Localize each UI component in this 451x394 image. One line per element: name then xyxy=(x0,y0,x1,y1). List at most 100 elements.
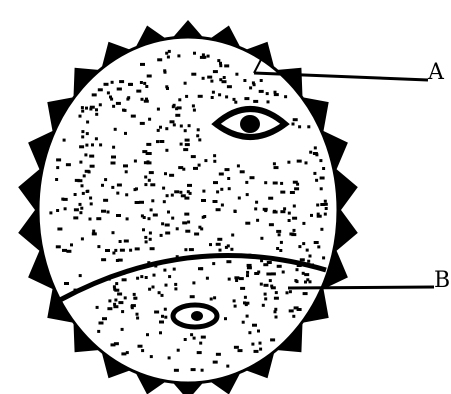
stipple-dot xyxy=(191,368,196,371)
stipple-dot xyxy=(114,128,117,131)
stipple-dot xyxy=(209,243,212,246)
label-b: B xyxy=(434,268,450,293)
stipple-dot xyxy=(296,268,299,271)
stipple-dot xyxy=(61,198,64,201)
stipple-dot xyxy=(182,168,185,171)
stipple-dot xyxy=(141,98,144,101)
stipple-dot xyxy=(213,200,218,203)
stipple-dot xyxy=(99,322,104,325)
stipple-dot xyxy=(271,272,276,275)
stipple-dot xyxy=(293,205,296,208)
stipple-dot xyxy=(269,279,272,282)
stipple-dot xyxy=(165,52,168,55)
stipple-dot xyxy=(141,349,144,352)
stipple-dot xyxy=(296,280,299,283)
stipple-dot xyxy=(305,161,308,164)
stipple-dot xyxy=(135,187,138,190)
stipple-dot xyxy=(267,100,270,103)
stipple-dot xyxy=(63,139,66,142)
stipple-dot xyxy=(201,199,206,202)
stipple-dot xyxy=(97,245,100,248)
stipple-dot xyxy=(322,167,325,170)
stipple-dot xyxy=(231,234,234,237)
stipple-dot xyxy=(185,143,190,146)
stipple-dot xyxy=(81,110,84,113)
stipple-dot xyxy=(246,274,249,277)
stipple-dot xyxy=(140,275,143,278)
stipple-dot xyxy=(174,287,177,290)
stipple-dot xyxy=(49,211,52,214)
stipple-dot xyxy=(70,243,73,246)
stipple-dot xyxy=(85,144,88,147)
stipple-dot xyxy=(56,209,59,212)
stipple-dot xyxy=(252,324,257,327)
stipple-dot xyxy=(107,211,110,214)
stipple-dot xyxy=(161,294,164,297)
stipple-dot xyxy=(124,132,127,135)
stipple-dot xyxy=(144,236,147,239)
stipple-dot xyxy=(260,237,263,240)
stipple-dot xyxy=(316,204,319,207)
stipple-dot xyxy=(197,128,200,131)
stipple-dot xyxy=(300,258,305,261)
stipple-dot xyxy=(216,190,219,193)
stipple-dot xyxy=(144,183,147,186)
stipple-dot xyxy=(288,219,291,222)
stipple-dot xyxy=(253,83,256,86)
stipple-dot xyxy=(129,83,132,86)
stipple-dot xyxy=(134,160,137,163)
stipple-dot xyxy=(256,219,259,222)
stipple-dot xyxy=(238,197,241,200)
stipple-dot xyxy=(99,143,102,146)
stipple-dot xyxy=(223,76,226,79)
stipple-dot xyxy=(227,85,232,88)
stipple-dot xyxy=(149,171,154,174)
stipple-dot xyxy=(219,173,224,176)
stipple-dot xyxy=(163,269,166,272)
stipple-dot xyxy=(115,282,118,285)
stipple-dot xyxy=(274,297,279,300)
stipple-dot xyxy=(264,181,267,184)
stipple-dot xyxy=(144,176,147,179)
stipple-dot xyxy=(150,183,155,186)
stipple-dot xyxy=(89,108,92,111)
stipple-dot xyxy=(117,184,122,187)
stipple-dot xyxy=(250,176,255,179)
stipple-dot xyxy=(150,355,153,358)
stipple-dot xyxy=(244,97,249,100)
stipple-dot xyxy=(160,234,163,237)
stipple-dot xyxy=(216,353,221,356)
stipple-dot xyxy=(135,201,140,204)
stipple-dot xyxy=(240,170,245,173)
stipple-dot xyxy=(111,186,114,189)
stipple-dot xyxy=(176,227,179,230)
stipple-dot xyxy=(210,298,213,301)
stipple-dot xyxy=(211,96,214,99)
stipple-dot xyxy=(210,80,213,83)
stipple-dot xyxy=(217,59,220,62)
stipple-dot xyxy=(136,90,141,93)
stipple-dot xyxy=(309,255,312,258)
stipple-dot xyxy=(254,272,259,275)
stipple-dot xyxy=(175,114,180,117)
leader-line-b xyxy=(288,287,434,288)
stipple-dot xyxy=(180,143,183,146)
stipple-dot xyxy=(168,356,171,359)
stipple-dot xyxy=(184,338,187,341)
stipple-dot xyxy=(269,223,274,226)
stipple-dot xyxy=(225,246,228,249)
stipple-dot xyxy=(150,208,153,211)
stipple-dot xyxy=(314,146,317,149)
stipple-dot xyxy=(174,190,179,193)
stipple-dot xyxy=(303,292,308,295)
stipple-dot xyxy=(279,249,282,252)
stipple-dot xyxy=(121,310,124,313)
stipple-dot xyxy=(125,170,128,173)
stipple-dot xyxy=(172,105,175,108)
stipple-dot xyxy=(280,210,285,213)
stipple-dot xyxy=(302,242,305,245)
stipple-dot xyxy=(136,277,139,280)
stipple-dot xyxy=(230,248,233,251)
stipple-dot xyxy=(187,184,192,187)
